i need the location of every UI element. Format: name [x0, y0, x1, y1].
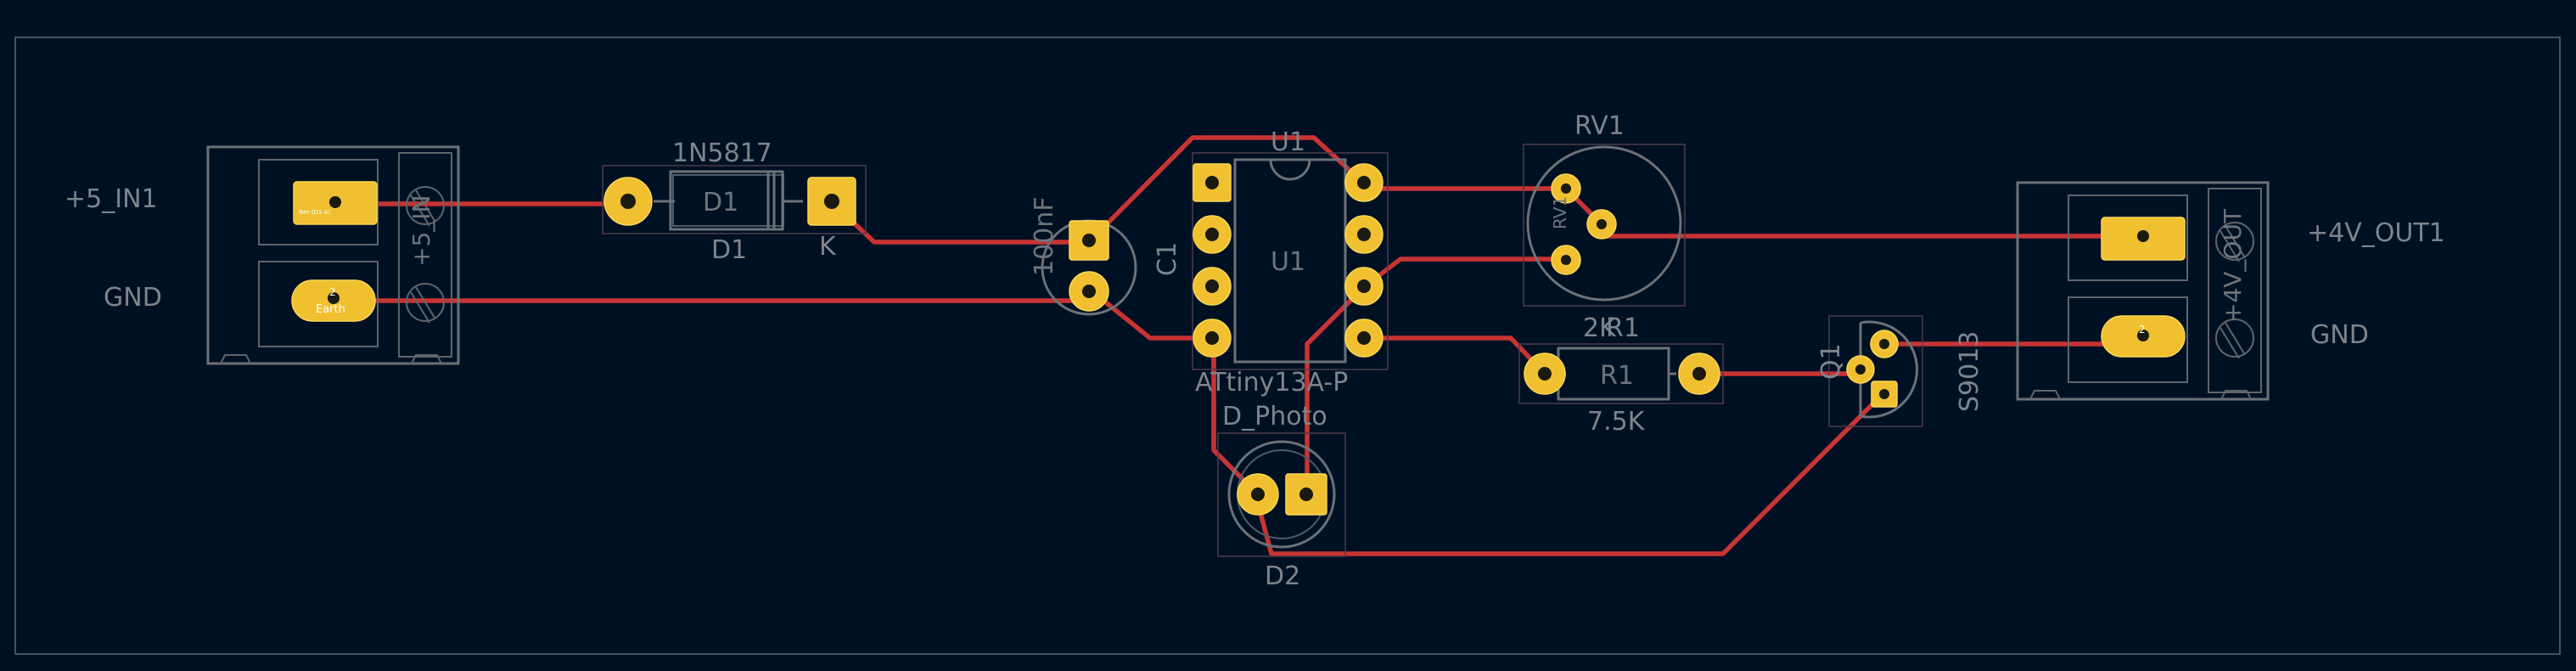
rv1-fab: RV1: [1550, 196, 1570, 229]
j-out-pad2-number: 2: [2139, 324, 2146, 336]
capacitor-c1: 100nF C1: [1030, 196, 1182, 316]
j-out-fab-label: +4V_OUT: [2219, 208, 2247, 323]
u1-ref-mid: U1: [1271, 247, 1305, 277]
u1-ref-top: U1: [1271, 127, 1305, 157]
trace-u1-d2: [1211, 336, 1259, 495]
resistor-r1: R1 R1 7.5K: [1518, 313, 1724, 437]
j-in-pad2-net: Earth: [316, 303, 345, 316]
j-in-ref: +5_IN1: [65, 184, 158, 214]
trace-c1-u1gnd: [1086, 286, 1214, 341]
terminal-block-input: Net-(D1-A) 2 Earth +5_IN +5_IN1 GND: [65, 145, 460, 365]
terminal-block-output: 2 +4V_OUT +4V_OUT1 GND: [2016, 181, 2445, 401]
r1-ref: R1: [1606, 313, 1640, 343]
d1-k-label: K: [819, 232, 837, 262]
diode-d1: 1N5817 D1 D1 K: [602, 138, 867, 265]
j-in-fab-label: +5_IN: [407, 195, 435, 267]
j-in-pad2-number: 2: [329, 286, 336, 298]
trace-d2-q1: [1254, 390, 1887, 556]
svg-text:Net-(D1-A): Net-(D1-A): [299, 209, 331, 216]
potentiometer-rv1: RV1 RV1 2K: [1523, 111, 1686, 343]
d2-ref: D2: [1265, 561, 1300, 591]
q1-ref: Q1: [1816, 343, 1846, 380]
photodiode-d2: D_Photo D2: [1217, 402, 1346, 591]
rv1-value: 2K: [1583, 313, 1617, 343]
transistor-q1: Q1 S9013: [1816, 315, 1984, 427]
r1-value: 7.5K: [1587, 407, 1646, 437]
j-in-gnd-label: GND: [104, 283, 162, 313]
board-edge: [14, 37, 2561, 655]
d2-value: D_Photo: [1222, 402, 1327, 431]
trace-u1-rv1-lo: [1361, 257, 1569, 290]
c1-ref: C1: [1153, 242, 1182, 276]
q1-value: S9013: [1955, 331, 1984, 412]
u1-value: ATtiny13A-P: [1195, 368, 1348, 398]
d1-fab: D1: [703, 188, 738, 217]
ic-u1: U1 U1 ATtiny13A-P: [1192, 127, 1389, 398]
trace-u1-r1: [1361, 336, 1547, 376]
j-out-gnd-label: GND: [2310, 320, 2369, 350]
j-out-ref: +4V_OUT1: [2307, 218, 2445, 248]
r1-fab: R1: [1600, 361, 1634, 391]
d1-ref: D1: [711, 235, 747, 265]
d1-value: 1N5817: [672, 138, 772, 168]
rv1-ref: RV1: [1574, 111, 1625, 141]
c1-value: 100nF: [1030, 196, 1059, 276]
trace-u1pin3-d2: [1305, 286, 1365, 499]
